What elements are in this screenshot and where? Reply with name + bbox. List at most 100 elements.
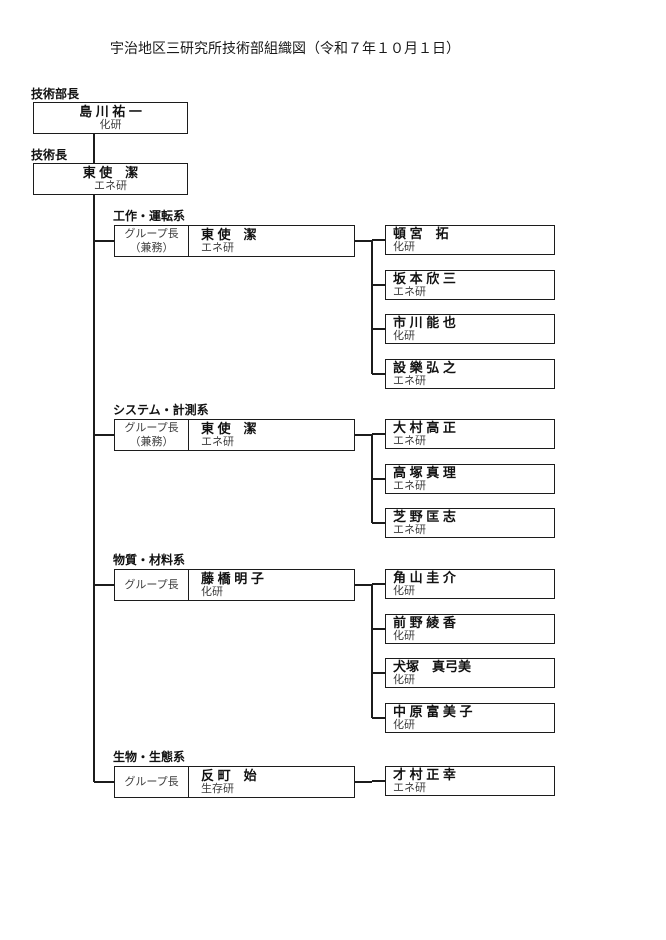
connector-line <box>355 584 372 586</box>
person-name: 芝 野 匡 志 <box>393 509 456 524</box>
connector-line <box>372 583 385 585</box>
person-name: 島 川 祐 一 <box>79 104 142 119</box>
person-org: エネ研 <box>393 524 426 536</box>
page-title: 宇治地区三研究所技術部組織図（令和７年１０月１日） <box>110 40 460 56</box>
leader-name-cell: 藤 橋 明 子化研 <box>189 570 354 600</box>
person-name: 藤 橋 明 子 <box>201 571 264 586</box>
person-name: 坂 本 欣 三 <box>393 271 456 286</box>
person-name: 東 使 潔 <box>82 165 139 180</box>
connector-line <box>355 781 372 783</box>
person-org: エネ研 <box>201 242 234 254</box>
leader-name-cell: 反 町 始生存研 <box>189 767 354 797</box>
person-name: 東 使 潔 <box>201 421 257 436</box>
connector-line <box>372 328 385 330</box>
leader-role-cell: グループ長 （兼務） <box>115 226 189 256</box>
person-org: エネ研 <box>393 480 426 492</box>
person-name: 犬塚 真弓美 <box>393 659 472 674</box>
leader-role: グループ長 <box>124 776 179 788</box>
member-box: 芝 野 匡 志エネ研 <box>385 508 555 538</box>
member-box: 設 樂 弘 之エネ研 <box>385 359 555 389</box>
member-box: 市 川 能 也化研 <box>385 314 555 344</box>
connector-line <box>94 434 114 436</box>
connector-line <box>371 240 373 374</box>
connector-line <box>94 240 114 242</box>
person-name: 高 塚 真 理 <box>393 465 456 480</box>
group-label: 生物・生態系 <box>113 750 186 764</box>
person-name: 市 川 能 也 <box>393 315 456 330</box>
person-org: 化研 <box>393 674 415 686</box>
connector-line <box>372 717 385 719</box>
person-org: エネ研 <box>94 180 127 192</box>
person-org: エネ研 <box>393 435 426 447</box>
person-name: 反 町 始 <box>201 768 257 783</box>
person-org: エネ研 <box>393 782 426 794</box>
connector-line <box>93 195 95 782</box>
person-org: 化研 <box>393 330 415 342</box>
person-org: 化研 <box>393 585 415 597</box>
position-box: 東 使 潔エネ研 <box>33 163 188 195</box>
member-box: 才 村 正 幸エネ研 <box>385 766 555 796</box>
person-org: 化研 <box>393 630 415 642</box>
connector-line <box>94 781 114 783</box>
connector-line <box>372 478 385 480</box>
connector-line <box>372 239 385 241</box>
connector-line <box>371 434 373 523</box>
member-box: 前 野 綾 香化研 <box>385 614 555 644</box>
person-org: 生存研 <box>201 783 234 795</box>
person-name: 設 樂 弘 之 <box>393 360 456 375</box>
member-box: 頓 宮 拓化研 <box>385 225 555 255</box>
person-org: 化研 <box>99 119 122 131</box>
connector-line <box>93 134 95 163</box>
group-label: システム・計測系 <box>113 403 209 417</box>
connector-line <box>372 672 385 674</box>
person-org: 化研 <box>201 586 223 598</box>
connector-line <box>355 434 372 436</box>
connector-line <box>355 240 372 242</box>
group-leader-box: グループ長反 町 始生存研 <box>114 766 355 798</box>
position-label: 技術長 <box>31 148 68 162</box>
leader-role: グループ長 <box>124 422 179 434</box>
connector-line <box>372 522 385 524</box>
member-box: 角 山 圭 介化研 <box>385 569 555 599</box>
member-box: 大 村 高 正エネ研 <box>385 419 555 449</box>
connector-line <box>372 433 385 435</box>
connector-line <box>372 373 385 375</box>
person-name: 中 原 富 美 子 <box>393 704 473 719</box>
leader-role-cell: グループ長 （兼務） <box>115 420 189 450</box>
person-org: 化研 <box>393 241 415 253</box>
position-label: 技術部長 <box>31 87 80 101</box>
leader-role-note: （兼務） <box>129 436 174 448</box>
connector-line <box>372 628 385 630</box>
leader-role-note: （兼務） <box>129 242 174 254</box>
person-name: 東 使 潔 <box>201 227 257 242</box>
person-name: 大 村 高 正 <box>393 420 456 435</box>
person-name: 頓 宮 拓 <box>393 226 449 241</box>
group-leader-box: グループ長 （兼務） 東 使 潔エネ研 <box>114 419 355 451</box>
connector-line <box>372 284 385 286</box>
connector-line <box>371 781 373 782</box>
group-label: 工作・運転系 <box>113 209 186 223</box>
person-org: エネ研 <box>393 375 426 387</box>
leader-name-cell: 東 使 潔エネ研 <box>189 226 354 256</box>
person-name: 前 野 綾 香 <box>393 615 456 630</box>
member-box: 坂 本 欣 三エネ研 <box>385 270 555 300</box>
person-name: 角 山 圭 介 <box>393 570 456 585</box>
connector-line <box>94 584 114 586</box>
connector-line <box>372 780 385 782</box>
connector-line <box>371 584 373 718</box>
person-org: 化研 <box>393 719 415 731</box>
member-box: 中 原 富 美 子化研 <box>385 703 555 733</box>
leader-role: グループ長 <box>124 579 179 591</box>
person-org: エネ研 <box>201 436 234 448</box>
group-leader-box: グループ長藤 橋 明 子化研 <box>114 569 355 601</box>
person-name: 才 村 正 幸 <box>393 767 456 782</box>
member-box: 高 塚 真 理エネ研 <box>385 464 555 494</box>
member-box: 犬塚 真弓美化研 <box>385 658 555 688</box>
person-org: エネ研 <box>393 286 426 298</box>
group-leader-box: グループ長 （兼務） 東 使 潔エネ研 <box>114 225 355 257</box>
group-label: 物質・材料系 <box>113 553 186 567</box>
position-box: 島 川 祐 一化研 <box>33 102 188 134</box>
leader-role: グループ長 <box>124 228 179 240</box>
leader-role-cell: グループ長 <box>115 570 189 600</box>
